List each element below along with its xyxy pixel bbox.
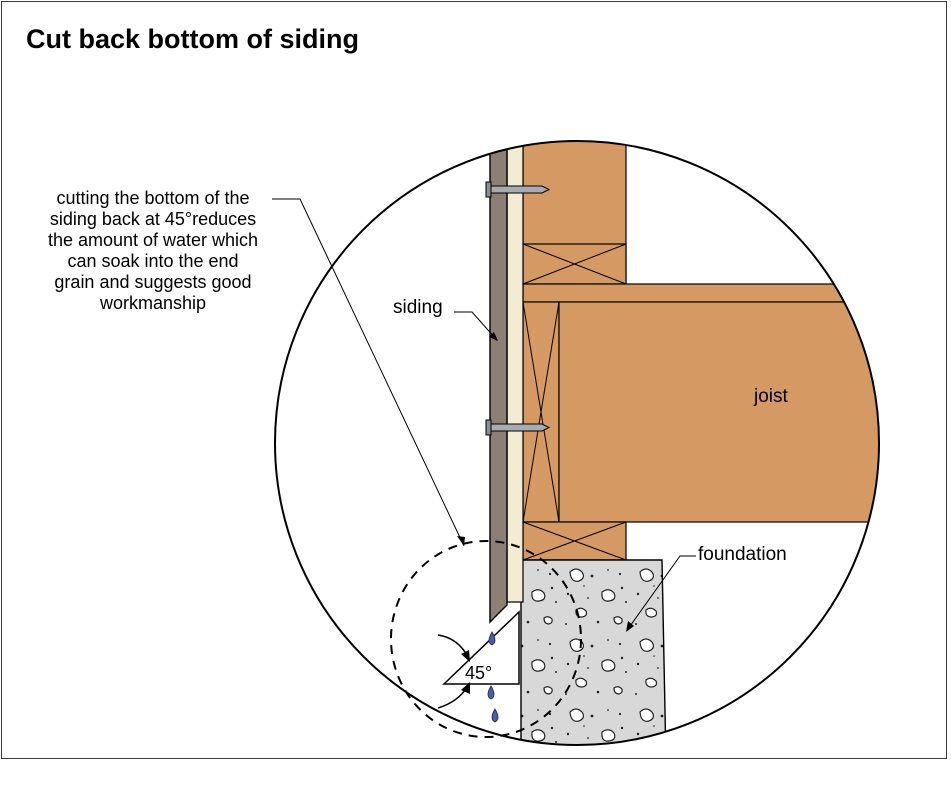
foundation-wall (520, 559, 667, 745)
annotation-leader (272, 198, 465, 547)
annotation-line: workmanship (99, 293, 207, 313)
detail-circle (274, 140, 880, 746)
annotation-line: grain and suggests good (54, 272, 252, 292)
joist-label: joist (754, 386, 788, 407)
detail-callout-ellipse (390, 540, 582, 738)
annotation-line: can soak into the end (67, 251, 239, 271)
construction-section (485, 141, 879, 745)
foundation-label: foundation (698, 544, 787, 565)
siding-leader (454, 311, 497, 340)
annotation-text: cutting the bottom of the siding back at… (22, 188, 284, 314)
water-drops (487, 631, 499, 723)
sheathing (506, 141, 524, 603)
annotation-line: cutting the bottom of the (56, 188, 250, 208)
nail-lower (485, 419, 551, 436)
page-title: Cut back bottom of siding (26, 24, 359, 54)
siding-board (489, 141, 508, 624)
annotation-line: siding back at 45°reduces (49, 209, 257, 229)
joist (558, 301, 879, 523)
angle-triangle (442, 610, 520, 685)
annotation-line: the amount of water which (47, 230, 259, 250)
diagram-frame: Cut back bottom of siding cutting the bo… (1, 1, 947, 759)
siding-label: siding (393, 297, 443, 318)
nail-upper (485, 181, 551, 198)
subfloor (522, 283, 879, 303)
angle-label: 45° (465, 663, 493, 683)
foundation-leader (627, 555, 696, 630)
